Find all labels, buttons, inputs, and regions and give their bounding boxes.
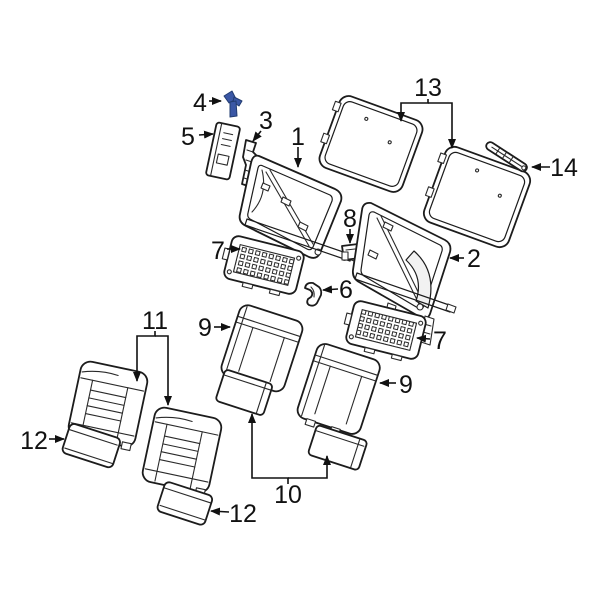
part-13-back-panel-b bbox=[422, 145, 532, 249]
callout-leader-6 bbox=[322, 285, 339, 294]
callout-1[interactable]: 1 bbox=[291, 123, 305, 168]
callout-2[interactable]: 2 bbox=[449, 245, 481, 273]
callout-label-9a[interactable]: 9 bbox=[198, 314, 212, 342]
part-7-vent-grille-a bbox=[221, 235, 305, 297]
callout-label-6[interactable]: 6 bbox=[339, 276, 353, 304]
callout-label-5[interactable]: 5 bbox=[181, 123, 195, 151]
callout-label-1[interactable]: 1 bbox=[291, 123, 305, 151]
callout-8[interactable]: 8 bbox=[343, 205, 357, 244]
part-10-panel-a bbox=[215, 369, 273, 416]
callout-leader-10 bbox=[248, 413, 289, 484]
callout-label-2[interactable]: 2 bbox=[467, 245, 481, 273]
callout-label-7a[interactable]: 7 bbox=[211, 237, 225, 265]
callout-label-4[interactable]: 4 bbox=[193, 89, 207, 117]
callout-14[interactable]: 14 bbox=[531, 154, 578, 182]
part-9-cushion-b bbox=[296, 343, 381, 436]
part-11-seatback-left bbox=[67, 360, 149, 452]
callout-12b[interactable]: 12 bbox=[210, 500, 257, 528]
callout-4[interactable]: 4 bbox=[193, 89, 222, 117]
callout-label-12b[interactable]: 12 bbox=[229, 500, 257, 528]
callout-layer: 4 5 31 13 14 8 2 7 7 6 9 9 11 12 12 10 bbox=[20, 74, 578, 528]
part-11-seatback-right bbox=[141, 406, 223, 498]
callout-leader-11 bbox=[155, 335, 172, 406]
callout-label-10[interactable]: 10 bbox=[274, 481, 302, 509]
part-5-side-bracket bbox=[205, 121, 241, 181]
callout-label-13[interactable]: 13 bbox=[414, 74, 442, 102]
callout-label-12a[interactable]: 12 bbox=[20, 427, 48, 455]
callout-label-8[interactable]: 8 bbox=[343, 205, 357, 233]
callout-leader-13 bbox=[428, 102, 456, 149]
callout-9a[interactable]: 9 bbox=[198, 314, 231, 342]
callout-7b[interactable]: 7 bbox=[416, 327, 447, 355]
callout-11[interactable]: 11 bbox=[133, 307, 172, 406]
callout-label-9b[interactable]: 9 bbox=[399, 371, 413, 399]
callout-7a[interactable]: 7 bbox=[211, 237, 241, 265]
callout-10[interactable]: 10 bbox=[248, 413, 331, 509]
callout-leader-10 bbox=[288, 455, 331, 479]
callout-leader-11 bbox=[133, 331, 156, 382]
callout-12a[interactable]: 12 bbox=[20, 427, 65, 455]
part-13-back-panel-a bbox=[318, 95, 424, 193]
callout-label-3[interactable]: 3 bbox=[259, 107, 273, 135]
callout-label-7b[interactable]: 7 bbox=[433, 327, 447, 355]
part-14-trim-strip bbox=[485, 141, 528, 173]
callout-leader-5 bbox=[198, 130, 214, 139]
callout-3[interactable]: 3 bbox=[252, 107, 273, 142]
part-12-mat-a bbox=[61, 423, 121, 469]
callout-5[interactable]: 5 bbox=[181, 123, 214, 151]
callout-9b[interactable]: 9 bbox=[379, 371, 413, 399]
callout-label-14[interactable]: 14 bbox=[550, 154, 578, 182]
callout-leader-3 bbox=[252, 130, 262, 142]
callout-label-11[interactable]: 11 bbox=[142, 307, 168, 335]
callout-13[interactable]: 13 bbox=[397, 74, 456, 149]
callout-6[interactable]: 6 bbox=[322, 276, 353, 304]
part-12-mat-b bbox=[156, 481, 214, 526]
part-6-bracket bbox=[304, 281, 323, 307]
part-4-fastener-highlighted bbox=[223, 90, 243, 118]
callout-leader-12b bbox=[210, 507, 230, 516]
callout-leader-7b bbox=[416, 334, 431, 343]
callout-leader-13 bbox=[397, 99, 429, 122]
